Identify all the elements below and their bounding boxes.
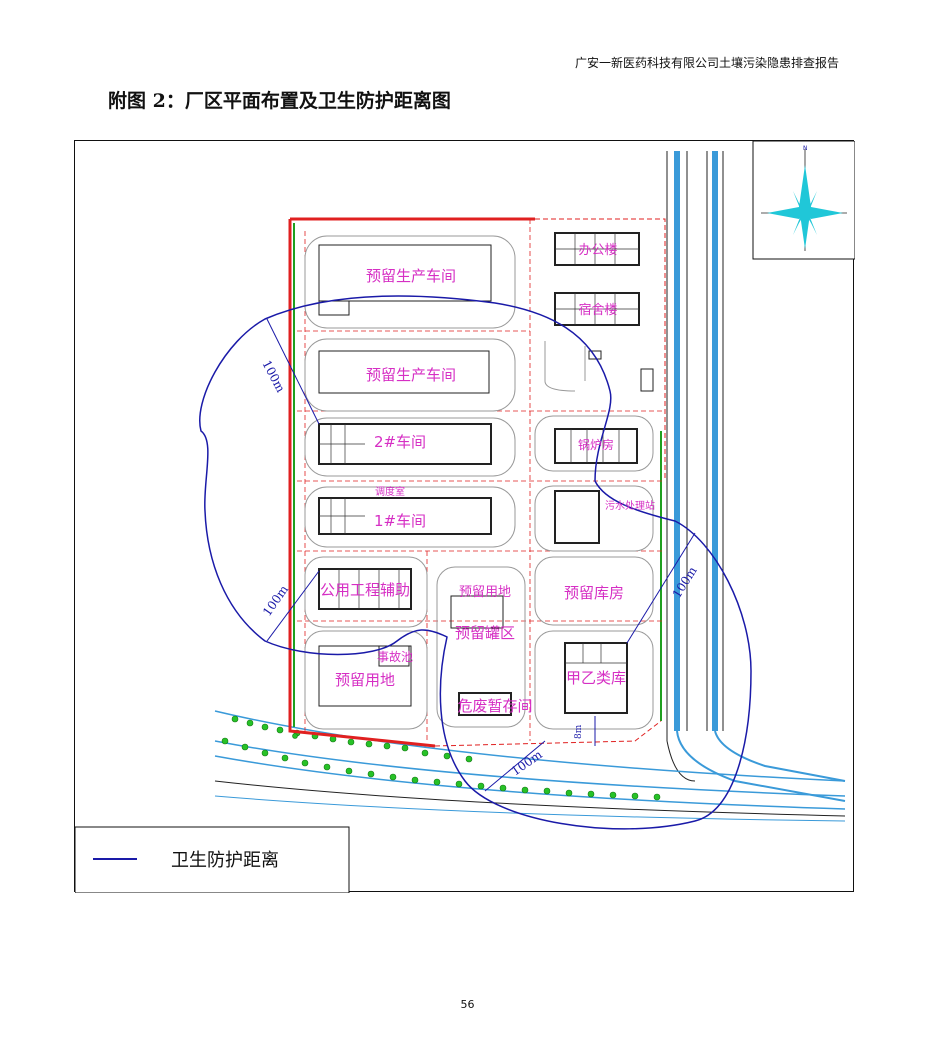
label-workshop-1: 1#车间 [374,512,426,530]
label-reserved-land-center: 预留用地 [459,585,511,600]
label-dormitory: 宿舍楼 [578,302,617,318]
plot-outlines [304,235,654,730]
legend-line-label: 卫生防护距离 [171,850,279,871]
legend: 卫生防护距离 [75,826,350,893]
label-sewage-station: 污水处理站 [605,499,655,512]
label-reserved-workshop-2: 预留生产车间 [366,366,456,384]
site-boundary [288,217,666,748]
tree-row [221,715,661,801]
label-reserved-land-bottom: 预留用地 [335,671,395,689]
site-plan-map: 100m 100m 100m 100m 8m 预留生产车间 预留生产车间 2#车… [74,140,855,893]
distance-label-upper-left: 100m [259,358,288,395]
label-public-utilities: 公用工程辅助 [320,581,410,599]
label-reserved-workshop-1: 预留生产车间 [366,267,456,285]
label-reserved-warehouse: 预留库房 [564,584,624,602]
page-title: 附图 2：厂区平面布置及卫生防护距离图 [108,90,451,112]
label-accident-pool: 事故池 [377,649,413,664]
protection-boundary-line [199,295,752,830]
site-plan-svg: 100m 100m 100m 100m 8m 预留生产车间 预留生产车间 2#车… [75,141,855,893]
label-boiler-room: 锅炉房 [578,437,614,452]
label-office: 办公楼 [578,243,617,258]
distance-label-bottom: 100m [509,747,546,778]
distance-markers [266,318,696,792]
compass-north-label: N [803,145,808,152]
label-dispatch-room: 调度室 [375,485,405,498]
building-details [319,233,639,664]
label-hazardous-waste: 危废暂存间 [457,697,532,715]
south-road [214,710,846,822]
east-road [666,151,846,802]
label-workshop-2: 2#车间 [374,433,426,451]
page-number: 56 [460,998,475,1011]
report-header: 广安一新医药科技有限公司土壤污染隐患排查报告 [574,56,839,70]
label-class-ab-warehouse: 甲乙类库 [566,669,626,687]
label-reserved-tank-area: 预留罐区 [455,624,515,642]
distance-label-lower-left: 100m [260,582,291,619]
compass: N [752,141,855,260]
distance-label-small: 8m [574,724,584,739]
